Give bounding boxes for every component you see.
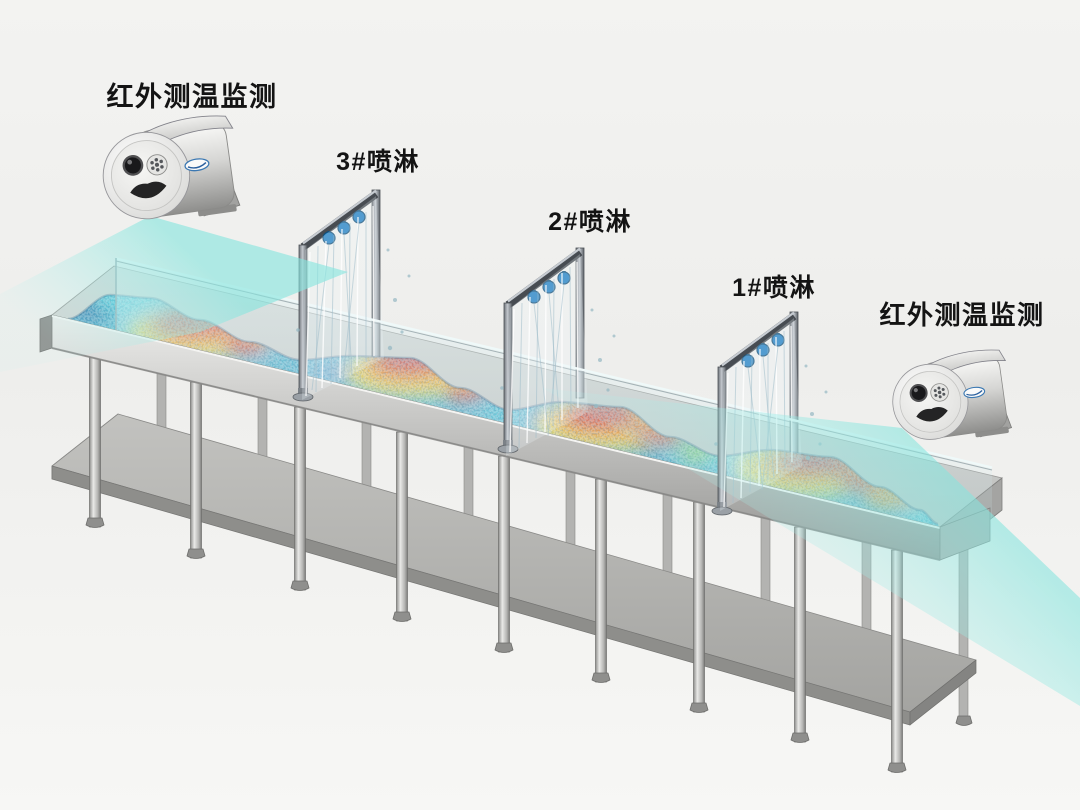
spray-1-label: 1#喷淋 xyxy=(732,274,816,302)
spray-3-label: 3#喷淋 xyxy=(336,148,420,176)
spray-nozzles xyxy=(741,333,785,368)
left-camera-beam xyxy=(0,216,348,372)
water-curtain-2 xyxy=(500,254,616,456)
right-camera-label: 红外测温监测 xyxy=(879,300,1044,330)
left-camera-label: 红外测温监测 xyxy=(107,81,278,112)
right-camera-beam xyxy=(542,388,1080,706)
spray-frame-3 xyxy=(300,189,381,371)
spray-2-label: 2#喷淋 xyxy=(548,208,632,236)
spray-nozzles xyxy=(322,210,366,245)
